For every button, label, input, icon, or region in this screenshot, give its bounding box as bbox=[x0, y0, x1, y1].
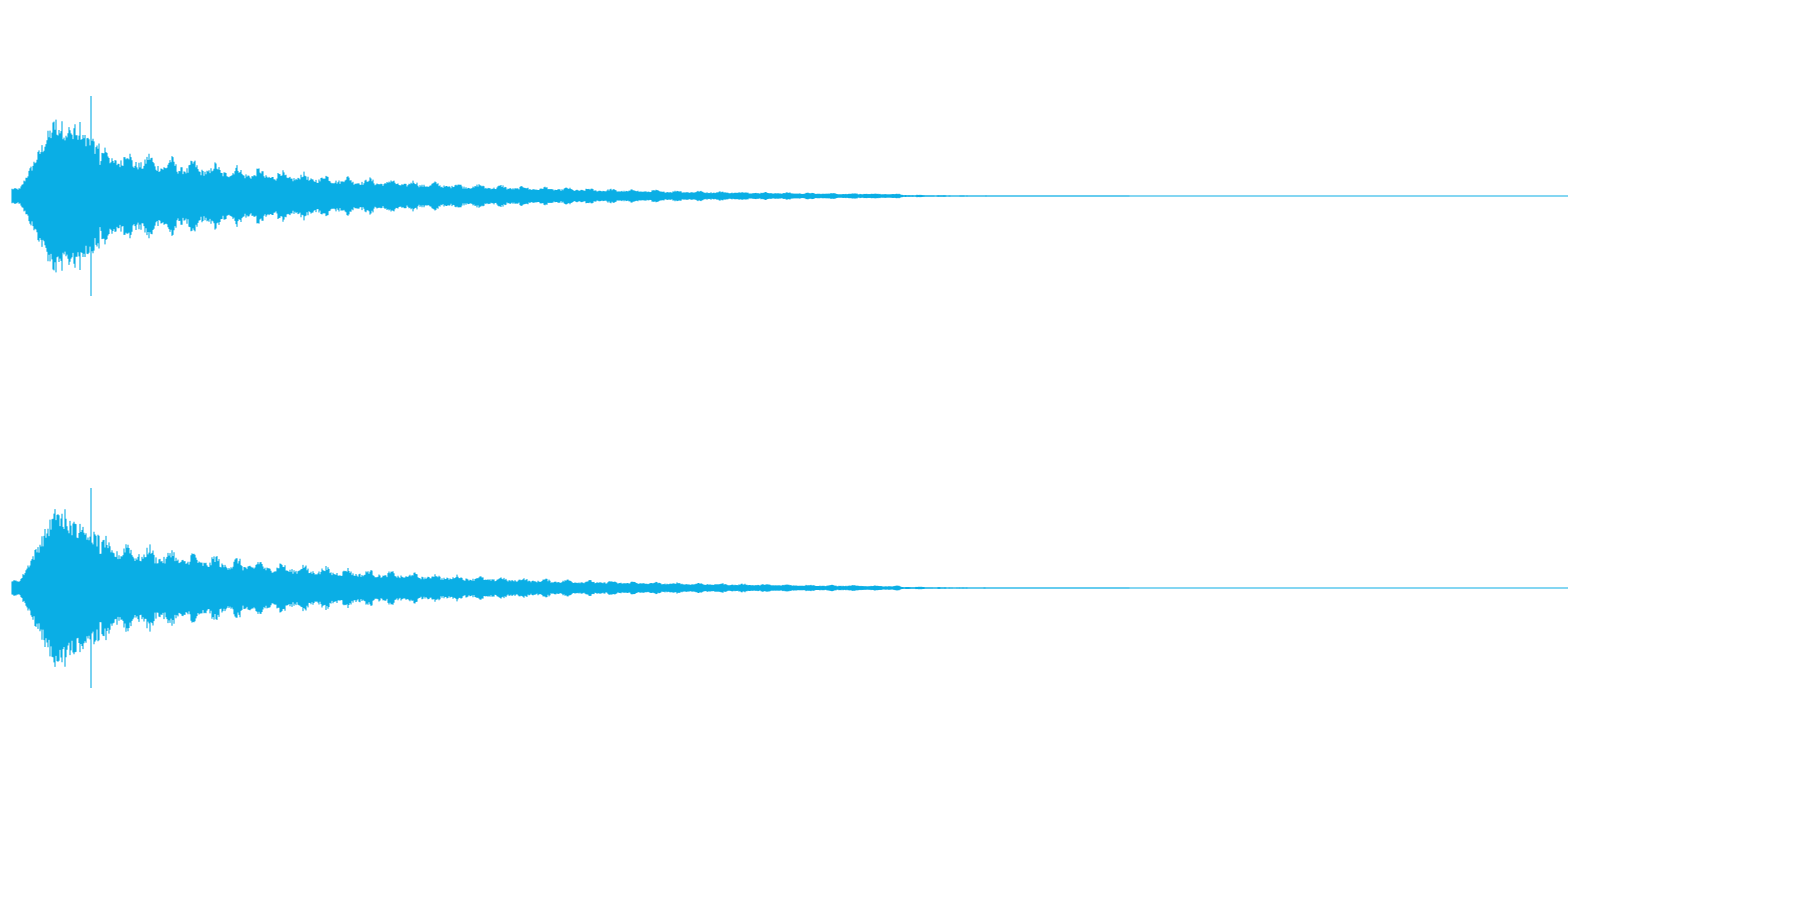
channel-waveform-bottom bbox=[11, 488, 1568, 688]
waveform-signal bbox=[11, 96, 1130, 296]
waveform-canvas bbox=[11, 96, 1568, 688]
channel-waveform-top bbox=[11, 96, 1568, 296]
waveform-display bbox=[11, 96, 1568, 688]
waveform-signal bbox=[11, 488, 1130, 688]
